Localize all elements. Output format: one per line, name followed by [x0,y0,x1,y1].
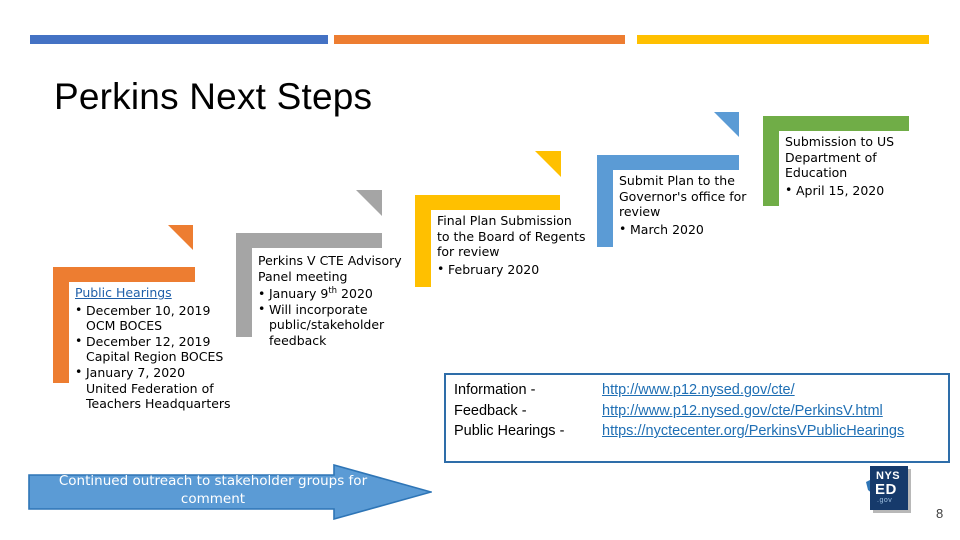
link-label: Public Hearings - [454,423,565,439]
logo-text-gov: .gov [877,497,893,504]
accent-triangle-orange [168,225,193,250]
bullet-sub: OCM BOCES [86,318,163,334]
nysed-logo: NYS ED .gov [864,466,911,514]
bracket-arm-horizontal [597,155,739,170]
bullet-main: December 12, 2019 [86,333,211,349]
link-public-hearings[interactable]: https://nyctecenter.org/PerkinsVPublicHe… [602,423,905,439]
bullet-main-pre: January 9 [269,286,329,302]
stage-body-governors-office: Submit Plan to the Governor's office for… [619,173,774,237]
accent-bar-yellow [637,35,929,44]
stage-bullet-list-public-hearings: December 10, 2019 OCM BOCES December 12,… [75,302,235,412]
list-item: March 2020 [619,221,774,238]
link-feedback[interactable]: http://www.p12.nysed.gov/cte/PerkinsV.ht… [602,402,883,419]
bracket-arm-horizontal [236,233,382,248]
links-info-box: Information - http://www.p12.nysed.gov/ct… [444,373,950,463]
page-title: Perkins Next Steps [54,76,373,117]
link-label: Feedback - [454,402,527,419]
stage-heading-advisory-panel: Perkins V CTE Advisory Panel meeting [258,253,402,284]
accent-bar-orange [334,35,625,44]
list-item: January 7, 2020 United Federation of Tea… [75,364,235,412]
link-label: Information - [454,382,536,398]
bullet-main: Will incorporate public/stakeholder feed… [269,301,385,348]
accent-triangle-yellow [535,151,561,177]
bullet-sub: Capital Region BOCES [86,349,224,365]
list-item: January 9th 2020 [258,286,423,302]
logo-text-nys: NYS [876,470,901,482]
stage-heading-us-dept-education: Submission to US Department of Education [785,134,895,181]
bullet-main-post: 2020 [337,286,373,302]
bullet-main: March 2020 [630,221,704,237]
stage-bullet-list-us-dept-education: April 15, 2020 [785,182,940,199]
list-item: December 12, 2019 Capital Region BOCES [75,333,235,365]
stage-heading-public-hearings[interactable]: Public Hearings [75,285,172,300]
link-information[interactable]: http://www.p12.nysed.gov/cte/ [602,382,795,398]
logo-text-ed: ED [875,481,897,498]
bracket-arm-vertical [236,233,252,337]
bracket-arm-vertical [415,195,431,287]
stage-heading-board-of-regents: Final Plan Submission to the Board of Re… [437,213,586,260]
stage-bullet-list-board-of-regents: February 2020 [437,261,587,278]
table-row: Feedback - http://www.p12.nysed.gov/cte/P… [454,401,904,422]
list-item: February 2020 [437,261,587,278]
list-item: December 10, 2019 OCM BOCES [75,302,235,334]
arrow-banner-label: Continued outreach to stakeholder groups… [58,473,368,507]
accent-triangle-gray [356,190,382,216]
list-item: April 15, 2020 [785,182,940,199]
bullet-main: January 7, 2020 [86,364,186,380]
table-row: Public Hearings - https://nyctecenter.org… [454,421,904,442]
outreach-arrow-banner: Continued outreach to stakeholder groups… [28,464,432,520]
table-row: Information - http://www.p12.nysed.gov/ct… [454,380,904,401]
accent-bar-blue [30,35,328,44]
stage-body-board-of-regents: Final Plan Submission to the Board of Re… [437,213,587,277]
arrow-shape [28,464,432,520]
stage-body-us-dept-education: Submission to US Department of Education… [785,134,940,198]
bracket-arm-horizontal [53,267,195,282]
bullet-main: February 2020 [448,261,540,277]
links-table: Information - http://www.p12.nysed.gov/ct… [454,380,904,442]
stage-heading-governors-office: Submit Plan to the Governor's office for… [619,173,747,220]
bracket-arm-vertical [597,155,613,247]
bullet-main: December 10, 2019 [86,302,211,318]
logo-plate [870,466,908,510]
list-item: Will incorporate public/stakeholder feed… [258,301,423,349]
bracket-arm-vertical [53,267,69,383]
accent-triangle-blue [714,112,739,137]
stage-bullet-list-advisory-panel: January 9th 2020 Will incorporate public… [258,286,423,348]
bullet-main: April 15, 2020 [796,182,885,198]
stage-bullet-list-governors-office: March 2020 [619,221,774,238]
bracket-arm-horizontal [415,195,560,210]
bullet-ordinal-suffix: th [328,286,338,297]
stage-body-public-hearings: Public Hearings December 10, 2019 OCM BO… [75,285,235,412]
stage-body-advisory-panel: Perkins V CTE Advisory Panel meeting Jan… [258,253,423,349]
bullet-sub: United Federation of Teachers Headquarte… [86,380,231,412]
bracket-arm-vertical [763,116,779,206]
page-number: 8 [936,506,944,521]
bracket-arm-horizontal [763,116,909,131]
